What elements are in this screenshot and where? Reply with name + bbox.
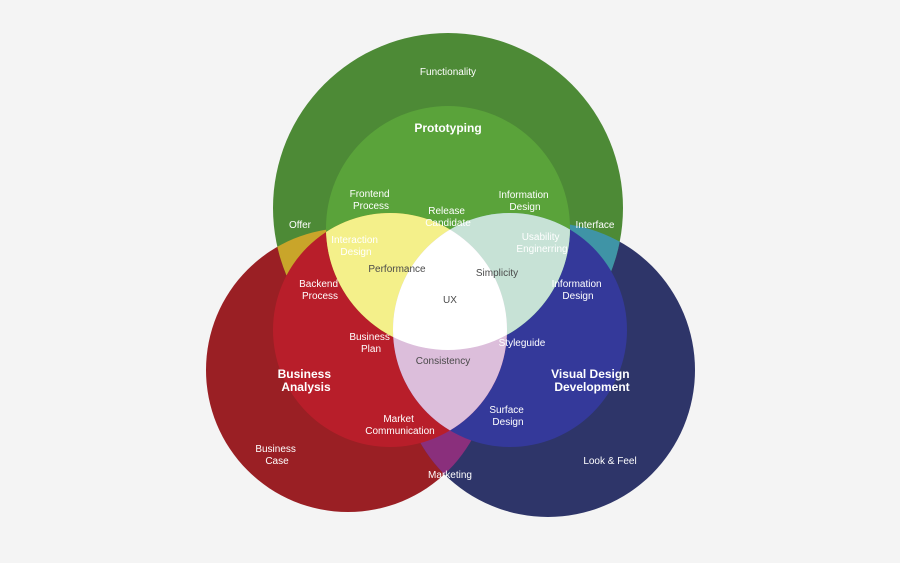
label-information-design-top: Information Design [499,190,552,213]
label-market-communication: Market Communication [365,414,434,437]
label-offer: Offer [289,220,312,231]
label-consistency: Consistency [416,356,470,367]
label-look-feel: Look & Feel [583,456,636,467]
label-prototyping: Prototyping [414,121,481,135]
label-business-case: Business Case [255,444,298,467]
label-simplicity: Simplicity [476,268,518,279]
label-business-plan: Business Plan [349,332,392,355]
label-surface-design: Surface Design [489,405,526,428]
label-backend-process: Backend Process [299,279,341,302]
region-ux-center [393,213,507,350]
label-usability-engineering: Usability Enginerring [516,232,567,255]
label-styleguide: Styleguide [499,338,546,349]
label-performance: Performance [368,264,426,275]
label-release-candidate: Release Candidate [425,206,471,229]
label-interaction-design: Interaction Design [331,235,380,258]
label-visual-design-development: Visual Design Development [551,367,633,394]
label-frontend-process: Frontend Process [350,189,393,212]
label-business-analysis: Business Analysis [278,367,335,394]
label-marketing: Marketing [428,470,472,481]
label-ux: UX [443,295,457,306]
label-interface: Interface [576,220,615,231]
label-functionality: Functionality [420,67,476,78]
label-information-design-right: Information Design [552,279,605,302]
